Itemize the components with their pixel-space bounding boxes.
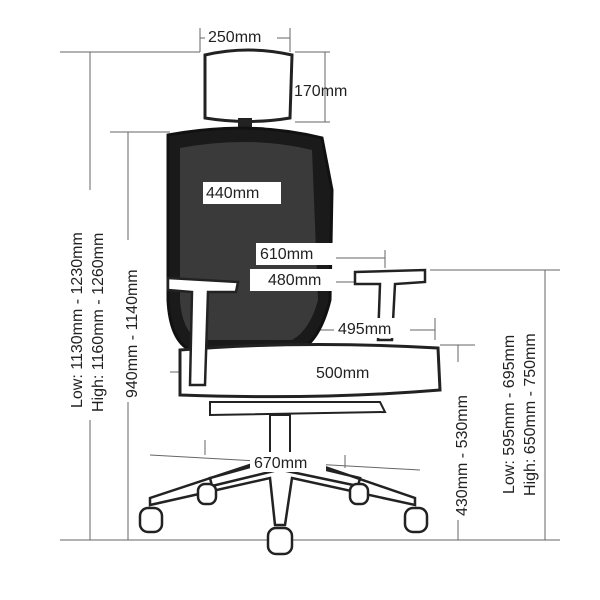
arm-height-low-label: Low: 595mm - 695mm (501, 335, 518, 494)
dimension-labels: 250mm 170mm 440mm 610mm 480mm 495mm 500m… (66, 26, 542, 520)
seat-height-label: 430mm - 530mm (454, 395, 471, 516)
left-armrest (166, 276, 240, 387)
seat-mechanism (209, 401, 387, 417)
arm-inner-width-label: 480mm (268, 272, 321, 289)
seat (178, 342, 442, 399)
arm-height-high-label: High: 650mm - 750mm (522, 333, 539, 496)
gas-lift (269, 414, 291, 456)
backrest-width-label: 440mm (206, 185, 259, 202)
height-no-headrest-label: 940mm - 1140mm (124, 269, 141, 398)
base-diameter-label: 670mm (254, 455, 307, 472)
seat-width-label: 500mm (316, 365, 369, 382)
total-height-high-label: High: 1160mm - 1260mm (90, 233, 107, 412)
headrest-height-label: 170mm (294, 83, 347, 100)
total-height-low-label: Low: 1130mm - 1230mm (69, 232, 86, 408)
headrest-width-label: 250mm (208, 29, 261, 46)
headrest (203, 48, 294, 123)
right-armrest (353, 268, 427, 342)
casters (138, 482, 429, 556)
arm-outer-width-label: 610mm (260, 246, 313, 263)
chair-illustration (138, 48, 442, 556)
seat-depth-label: 495mm (338, 321, 391, 338)
